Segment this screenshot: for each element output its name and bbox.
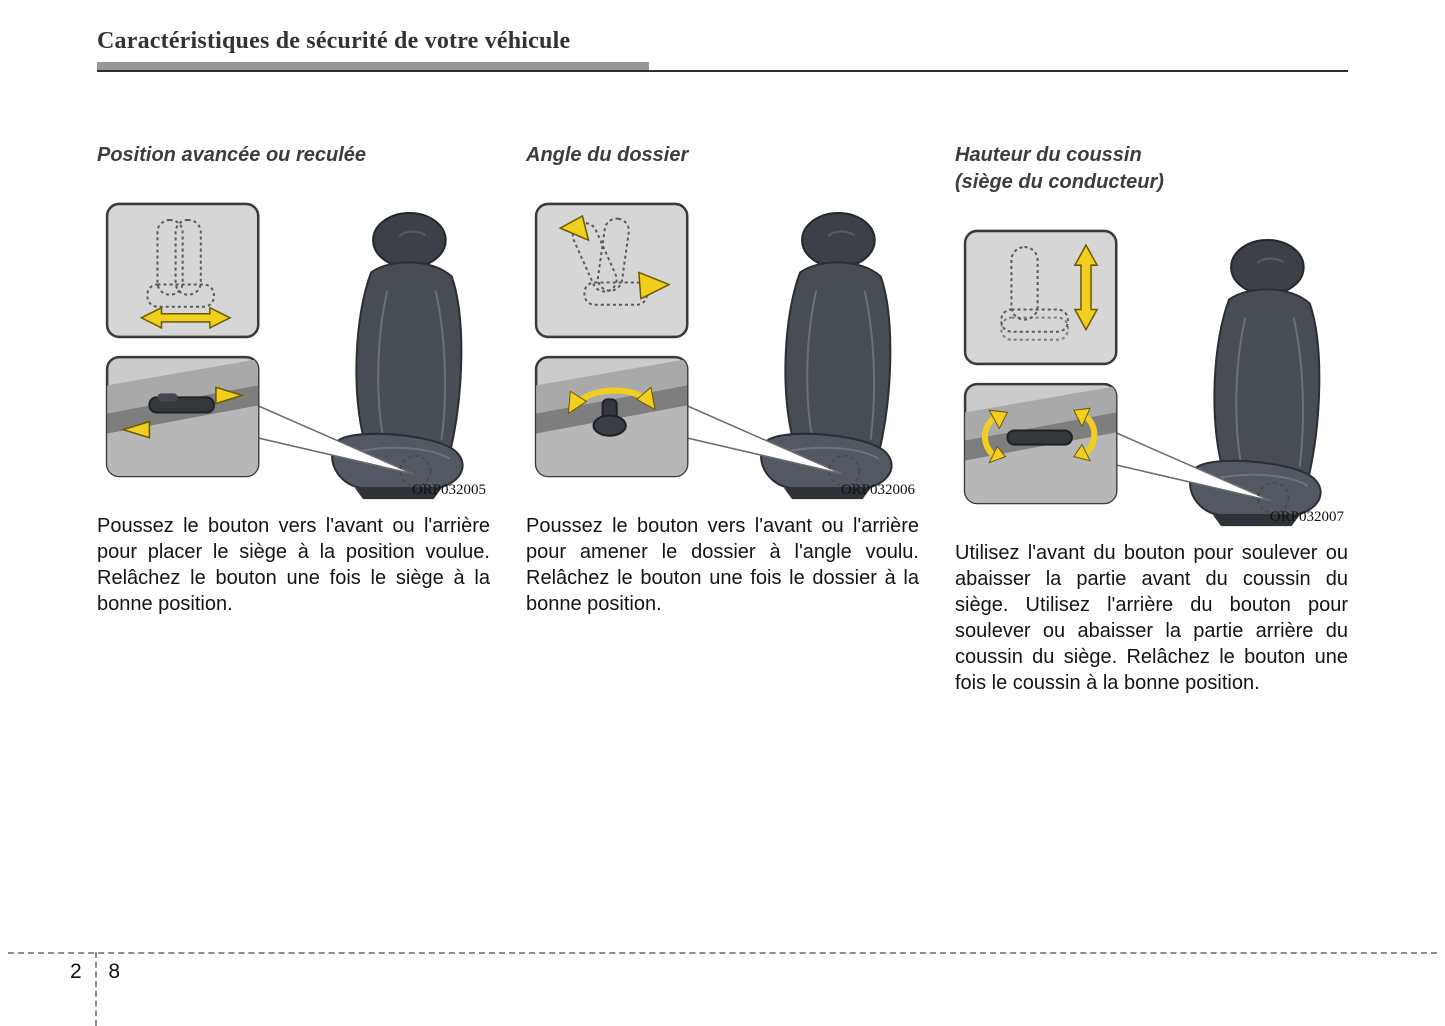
recline-forward-arrow-icon — [638, 271, 671, 300]
rotate-arrow-head-right — [635, 386, 656, 411]
seat-side-view — [1189, 238, 1322, 527]
content-columns: Position avancée ou reculée — [97, 142, 1348, 696]
seat-slide-diagram-inset — [105, 202, 260, 339]
backrest-angle-diagram-inset — [534, 202, 689, 339]
forward-back-arrow-icon — [139, 306, 232, 330]
footer-crop-line-horizontal — [8, 952, 1437, 954]
title-rule-thick-bar — [97, 62, 649, 70]
title-rule — [97, 62, 1348, 72]
instruction-text: Utilisez l'avant du bouton pour soulever… — [955, 542, 1348, 694]
rotate-arrow-head-left — [567, 390, 588, 415]
control-location-circle — [1257, 481, 1290, 515]
cushion-height-illustration-svg — [963, 229, 1322, 527]
height-control-switch — [1006, 429, 1073, 446]
instruction-text: Poussez le bouton vers l'avant ou l'arri… — [526, 515, 919, 615]
up-down-arrow-icon — [1073, 243, 1099, 332]
seat-control-closeup-inset — [534, 355, 689, 478]
image-code: ORP032007 — [1269, 509, 1344, 525]
section-backrest-angle: Angle du dossier — [526, 142, 919, 696]
backrest-angle-illustration-svg — [534, 202, 893, 500]
seat-control-closeup-inset — [963, 382, 1118, 505]
cushion-height-diagram-inset — [963, 229, 1118, 366]
seat-side-view — [760, 211, 893, 500]
title-rule-thin-line — [97, 70, 1348, 72]
section-cushion-height: Hauteur du coussin (siège du conducteur) — [955, 142, 1348, 696]
page-number: 2 8 — [70, 960, 120, 984]
page-number-page: 8 — [108, 960, 120, 983]
front-tilt-arrow-head-down — [988, 445, 1007, 464]
slide-forward-arrow-icon — [215, 386, 245, 405]
dotted-seat-profile — [146, 219, 215, 308]
chapter-title: Caractéristiques de sécurité de votre vé… — [97, 28, 571, 54]
control-location-circle — [828, 454, 861, 488]
footer-crop-line-vertical — [95, 952, 97, 1026]
rear-tilt-arrow-head-up — [1073, 407, 1091, 428]
section-subheading: (siège du conducteur) — [955, 171, 1164, 193]
rear-tilt-arrow-head-down — [1073, 443, 1091, 462]
section-heading: Hauteur du coussin — [955, 144, 1142, 166]
seat-slide-illustration-svg — [105, 202, 464, 500]
image-code: ORP032006 — [840, 482, 915, 498]
section-seat-forward-back: Position avancée ou reculée — [97, 142, 490, 696]
page-header: Caractéristiques de sécurité de votre vé… — [97, 28, 1348, 72]
page-number-chapter: 2 — [70, 960, 82, 983]
section-heading: Position avancée ou reculée — [97, 144, 366, 166]
control-location-circle — [399, 454, 432, 488]
seat-control-closeup-inset — [105, 355, 260, 478]
image-code: ORP032005 — [411, 482, 486, 498]
slide-back-arrow-icon — [120, 420, 151, 439]
seat-slide-illustration: ORP032005 — [97, 187, 490, 501]
instruction-text: Poussez le bouton vers l'avant ou l'arri… — [97, 515, 490, 615]
section-heading: Angle du dossier — [526, 144, 689, 166]
seat-side-view — [331, 211, 464, 500]
cushion-height-illustration: ORP032007 — [955, 214, 1348, 528]
recline-back-arrow-icon — [558, 214, 590, 242]
front-tilt-arrow-head-up — [988, 409, 1009, 430]
backrest-angle-illustration: ORP032006 — [526, 187, 919, 501]
